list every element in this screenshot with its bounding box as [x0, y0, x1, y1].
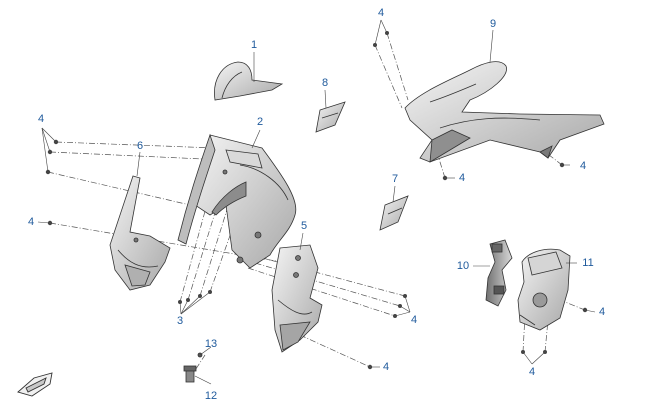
callout-4-left-mid: 4: [27, 216, 35, 228]
callout-8: 8: [321, 77, 329, 89]
callout-3: 3: [176, 315, 184, 327]
part-7-bracket: [379, 195, 409, 231]
callout-11: 11: [582, 257, 594, 269]
part-10-connector-bracket: [485, 239, 513, 307]
callout-7: 7: [391, 173, 399, 185]
callout-9: 9: [489, 18, 497, 30]
part-5-right-side-panel: [271, 244, 323, 353]
part-12-fastener: [183, 352, 203, 383]
part-6-left-side-panel: [109, 175, 171, 291]
callout-1: 1: [250, 39, 258, 51]
part-11-instrument-housing: [517, 248, 571, 331]
part-1-visor: [214, 61, 284, 101]
part-9-dash-cover: [404, 61, 605, 163]
part-2-front-cowl: [177, 133, 297, 269]
callout-4-left-top: 4: [37, 113, 45, 125]
part-8-bracket: [315, 101, 346, 133]
callout-4-bottom: 4: [382, 361, 390, 373]
callout-12: 12: [204, 390, 218, 402]
callout-5: 5: [300, 220, 308, 232]
front-arrow-icon: [17, 372, 53, 397]
callout-10: 10: [456, 260, 470, 272]
callout-4-housing-right: 4: [598, 306, 606, 318]
callout-4-under-dash: 4: [458, 172, 466, 184]
callout-13: 13: [204, 338, 218, 350]
callout-2: 2: [256, 116, 264, 128]
callout-6: 6: [136, 140, 144, 152]
callout-4-right-dash: 4: [579, 160, 587, 172]
callout-4-housing-bottom: 4: [528, 366, 536, 378]
callout-4-center-right: 4: [410, 314, 418, 326]
callout-4-top: 4: [377, 7, 385, 19]
leader-lines: [37, 19, 596, 385]
